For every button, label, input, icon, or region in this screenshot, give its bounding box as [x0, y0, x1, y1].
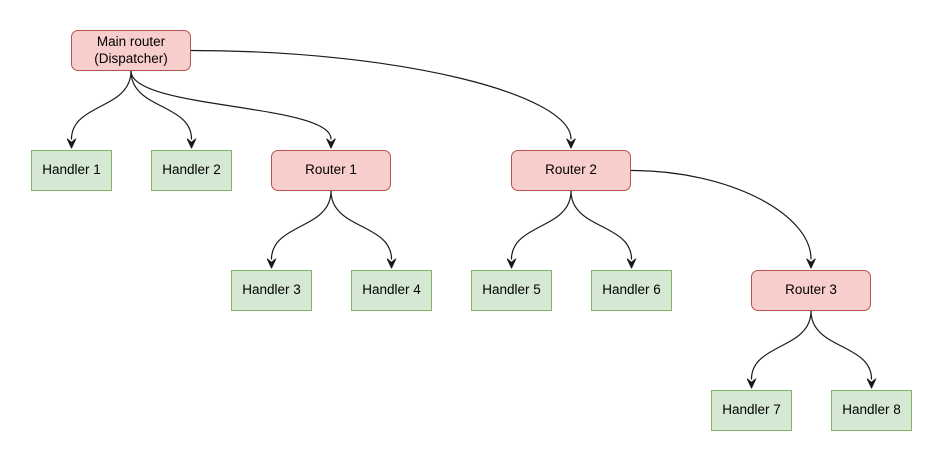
node-handler-5[interactable]: Handler 5: [471, 270, 552, 311]
node-router-2[interactable]: Router 2: [511, 150, 631, 191]
arrowhead-icon-router-1: [326, 138, 336, 149]
edge-router-3-to-handler-8[interactable]: [810, 310, 873, 380]
arrowhead-icon-handler-6: [626, 258, 637, 269]
edge-router-2-to-router-3[interactable]: [630, 169, 812, 260]
node-handler-4[interactable]: Handler 4: [351, 270, 432, 311]
node-handler-6[interactable]: Handler 6: [591, 270, 672, 311]
edge-router-3-to-handler-7[interactable]: [750, 310, 812, 380]
edge-router-1-to-handler-3[interactable]: [270, 190, 332, 260]
arrowhead-icon-handler-8: [866, 378, 877, 389]
edge-main-router-to-handler-1[interactable]: [70, 70, 132, 140]
arrowhead-icon-router-3: [806, 258, 816, 269]
node-handler-7[interactable]: Handler 7: [711, 390, 792, 431]
node-handler-8[interactable]: Handler 8: [831, 390, 912, 431]
node-main-router[interactable]: Main router (Dispatcher): [71, 30, 191, 71]
arrowhead-icon-handler-5: [506, 258, 517, 269]
arrowhead-icon-handler-2: [186, 138, 197, 149]
node-router-3[interactable]: Router 3: [751, 270, 871, 311]
edge-router-2-to-handler-5[interactable]: [510, 190, 572, 260]
node-handler-1[interactable]: Handler 1: [31, 150, 112, 191]
node-handler-3[interactable]: Handler 3: [231, 270, 312, 311]
edge-main-router-to-router-1[interactable]: [130, 70, 332, 140]
node-handler-2[interactable]: Handler 2: [151, 150, 232, 191]
edge-router-1-to-handler-4[interactable]: [330, 190, 393, 260]
node-router-1[interactable]: Router 1: [271, 150, 391, 191]
arrowhead-icon-handler-3: [266, 258, 277, 269]
arrowhead-icon-handler-4: [386, 258, 397, 269]
edge-router-2-to-handler-6[interactable]: [570, 190, 633, 260]
arrowhead-icon-handler-1: [66, 138, 77, 149]
arrowhead-icon-router-2: [566, 138, 576, 149]
edge-main-router-to-handler-2[interactable]: [130, 70, 193, 140]
edge-main-router-to-router-2[interactable]: [190, 49, 572, 140]
arrowhead-icon-handler-7: [746, 378, 757, 389]
